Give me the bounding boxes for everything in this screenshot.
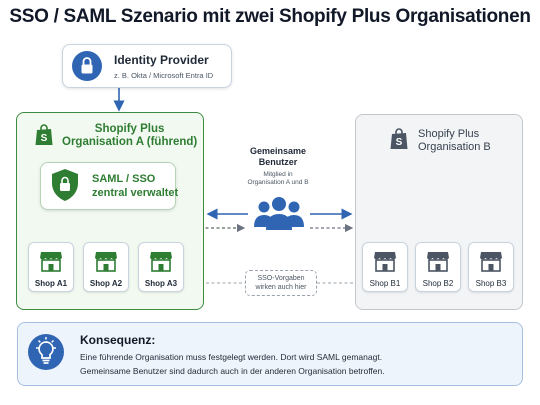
sso-policy-line1: SSO-Vorgaben [257,275,305,282]
saml-label: SAML / SSO zentral verwaltet [92,172,178,200]
storefront-icon [149,250,173,277]
org-b-title-line1: Shopify Plus [418,128,480,140]
idp-subtitle: z. B. Okta / Microsoft Entra ID [114,71,214,80]
shop-a2-label: Shop A2 [89,279,123,288]
consequence-box [17,322,523,386]
shared-users-sub-line1: Mitglied in [263,171,293,178]
storefront-icon [39,250,63,277]
org-b-title: Shopify Plus Organisation B [418,128,491,154]
org-a-title-line2: Organisation A (führend) [62,136,198,148]
svg-text:S: S [41,133,48,144]
shop-b2-label: Shop B2 [422,279,454,288]
saml-label-line2: zentral verwaltet [92,187,179,199]
saml-label-line1: SAML / SSO [92,173,156,185]
consequence-title: Konsequenz: [80,333,156,347]
shopify-bag-icon: S [34,123,54,152]
shop-a1-label: Shop A1 [34,279,68,288]
storefront-icon [373,250,397,277]
storefront-icon [94,250,118,277]
shop-b2-card [415,242,461,292]
shared-users-title-line2: Benutzer [258,157,298,167]
consequence-line1: Eine führende Organisation muss festgele… [80,352,383,362]
svg-text:S: S [396,137,403,148]
shop-a3-label: Shop A3 [144,279,178,288]
diagram-title: SSO / SAML Szenario mit zwei Shopify Plu… [9,6,531,27]
sso-policy-line2: wirken auch hier [255,283,307,291]
storefront-icon [426,250,450,277]
org-a-title-line1: Shopify Plus [94,123,165,135]
shared-users-subtitle: Mitglied in Organisation A und B [238,171,318,187]
consequence-line2: Gemeinsame Benutzer sind dadurch auch in… [80,366,385,376]
org-a-title: Shopify Plus Organisation A (führend) [62,123,197,149]
sso-policy-text: SSO-Vorgaben wirken auch hier [245,275,317,292]
lock-icon [72,51,102,81]
shared-users-sub-line2: Organisation A und B [247,179,309,186]
shopify-bag-icon: S [389,127,409,156]
users-group-icon [252,195,306,236]
idp-title: Identity Provider [114,53,209,67]
shared-users-title: Gemeinsame Benutzer [238,146,318,168]
shop-b3-label: Shop B3 [475,279,507,288]
shop-b1-label: Shop B1 [369,279,401,288]
sso-policy-box [245,270,317,296]
shared-users-title-line1: Gemeinsame [249,146,307,156]
org-b-title-line2: Organisation B [418,141,491,153]
lightbulb-icon [28,334,64,370]
storefront-icon [479,250,503,277]
shield-lock-icon [50,168,80,207]
